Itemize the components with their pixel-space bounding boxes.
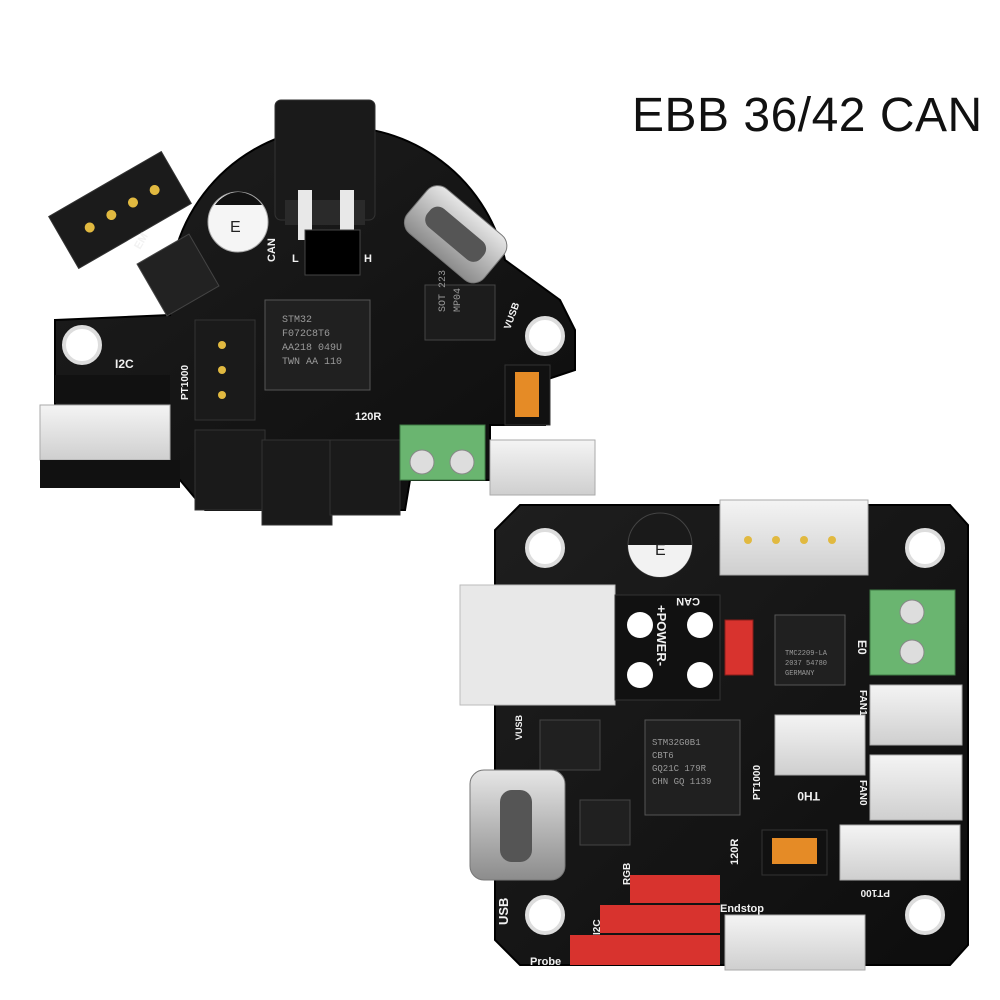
jst-connector	[39, 404, 171, 461]
bottom-connector	[329, 439, 401, 516]
sensor-chip	[136, 233, 220, 317]
mount-hole	[905, 895, 945, 935]
mount-hole	[525, 528, 565, 568]
driver-line: TMC2209-LA	[785, 650, 828, 658]
label-can: CAN	[676, 595, 700, 607]
label-th0: TH0	[797, 789, 820, 803]
label-usb: USB	[496, 898, 511, 925]
mcu-line: F072C8T6	[282, 329, 330, 340]
mcu-line: STM32G0B1	[652, 738, 701, 748]
label-pt1000: PT1000	[752, 765, 763, 800]
power-connector	[459, 584, 616, 706]
jst-connector	[724, 914, 866, 971]
label-i2c: I2C	[592, 919, 603, 935]
label-probe: Probe	[530, 956, 561, 968]
label-pt1000: PT1000	[180, 365, 191, 400]
label-h: H	[364, 253, 372, 265]
label-fan0: FAN0	[857, 780, 868, 806]
mcu-line: CBT6	[652, 751, 674, 761]
label-i2c: I2C	[115, 357, 134, 371]
small-chip	[579, 799, 631, 846]
label-power: +POWER-	[654, 605, 669, 666]
mcu-chip-42	[644, 719, 741, 816]
mount-hole	[62, 325, 102, 365]
mcu-line: CHN GQ 1139	[652, 777, 711, 787]
red-pin-headers	[570, 875, 720, 965]
page-title: EBB 36/42 CAN	[632, 89, 983, 142]
mcu-line: TWN AA 110	[282, 357, 342, 368]
label-pt100: PT100	[860, 887, 890, 898]
driver-line: GERMANY	[785, 670, 815, 678]
mcu-chip-36	[264, 299, 371, 391]
small-chip	[539, 719, 601, 771]
mcu-line: AA218 049U	[282, 343, 342, 354]
driver-chip	[774, 614, 846, 686]
label-endstop: Endstop	[720, 903, 764, 915]
jumper	[724, 619, 754, 676]
label-120r: 120R	[729, 839, 741, 865]
jst-connector	[869, 684, 963, 746]
mount-hole	[525, 895, 565, 935]
cap-mark: E	[655, 542, 666, 559]
driver-line: 2037 54780	[785, 660, 827, 668]
label-rgb: RGB	[622, 863, 633, 885]
regulator	[424, 284, 496, 341]
jst-connector	[839, 824, 961, 881]
jst-connector	[869, 754, 963, 821]
label-120r: 120R	[355, 411, 381, 423]
mount-hole	[905, 528, 945, 568]
reg-line: MP04	[453, 288, 464, 312]
jst-connector	[774, 714, 866, 776]
cap-mark: E	[230, 219, 241, 236]
extension-header	[48, 150, 192, 270]
reg-line: SOT 223	[438, 270, 449, 312]
bottom-connector	[194, 429, 266, 511]
i2c-header	[55, 375, 170, 403]
label-e0: E0	[855, 640, 869, 655]
ebb36-board: EM E STM32 F072C8T6 AA218 049U TWN AA 11…	[39, 99, 596, 526]
label-vusb: VUSB	[514, 714, 524, 740]
ebb42-board: E +POWER- TMC2209-LA 2037 54780 GERMANY …	[459, 499, 969, 971]
label-fan1: FAN1	[857, 690, 868, 716]
pin-header	[40, 460, 180, 488]
jst-connector	[489, 439, 596, 496]
label-l: L	[292, 253, 299, 265]
bottom-connector	[261, 439, 333, 526]
mcu-line: GQ21C 179R	[652, 764, 707, 774]
mcu-line: STM32	[282, 315, 312, 326]
label-can: CAN	[266, 238, 278, 262]
terminal-block	[399, 424, 486, 481]
mount-hole	[525, 316, 565, 356]
jst-connector	[719, 499, 869, 576]
